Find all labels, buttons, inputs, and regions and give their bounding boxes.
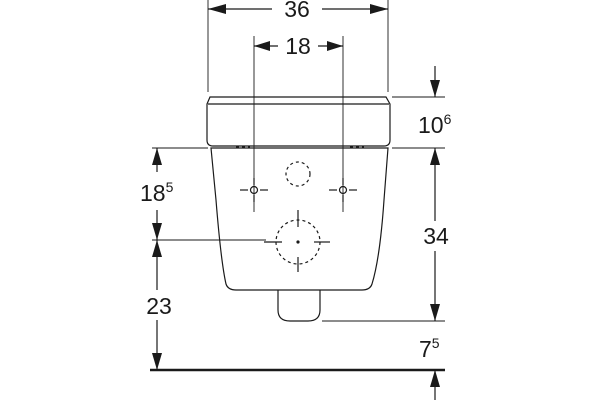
- label-outlet-height: 23: [146, 293, 172, 319]
- dimension-floor-gap: 75: [419, 335, 440, 400]
- fixing-point-left: [240, 178, 268, 202]
- dimension-outlet-height: 23: [146, 240, 172, 370]
- label-floor-gap: 75: [419, 335, 440, 362]
- dimension-fixing-spacing: 18: [253, 33, 344, 212]
- fixing-point-right: [329, 178, 357, 202]
- body-height-arrow-bottom: [430, 304, 440, 321]
- label-seat-height: 106: [418, 111, 452, 138]
- fixing-height-arrow-bottom: [152, 223, 162, 240]
- arrow-left: [208, 4, 226, 14]
- bowl-outline: [210, 147, 389, 291]
- dimension-width-total: 36: [207, 0, 389, 92]
- dimension-fixing-height: 185: [140, 148, 174, 240]
- label-fixing-spacing: 18: [285, 33, 311, 59]
- outlet-height-arrow-bottom: [152, 353, 162, 370]
- dimension-body-height: 34: [423, 148, 449, 321]
- label-fixing-height: 185: [140, 179, 174, 206]
- arrow-right: [370, 4, 388, 14]
- fixing-height-arrow-top: [152, 148, 162, 165]
- label-body-height: 34: [423, 223, 449, 249]
- dimension-seat-height: 106: [418, 66, 452, 138]
- seat-height-arrow: [430, 80, 440, 97]
- bowl-body: [210, 147, 389, 322]
- arrow-fixing-right: [327, 41, 343, 51]
- fixing-point-right-circle: [338, 185, 348, 195]
- outlet-center: [296, 240, 300, 244]
- fixing-point-left-circle: [249, 185, 259, 195]
- body-height-arrow-top: [430, 148, 440, 165]
- outlet-connection: [264, 210, 330, 272]
- inlet-circle: [285, 161, 311, 187]
- outlet-height-arrow-top: [152, 240, 162, 257]
- floor-gap-arrow: [430, 370, 440, 387]
- arrow-fixing-left: [254, 41, 270, 51]
- label-width-total: 36: [284, 0, 310, 22]
- seat-lid-outline: [206, 96, 391, 147]
- seat-lid: [206, 96, 391, 148]
- outlet-outline: [277, 290, 321, 322]
